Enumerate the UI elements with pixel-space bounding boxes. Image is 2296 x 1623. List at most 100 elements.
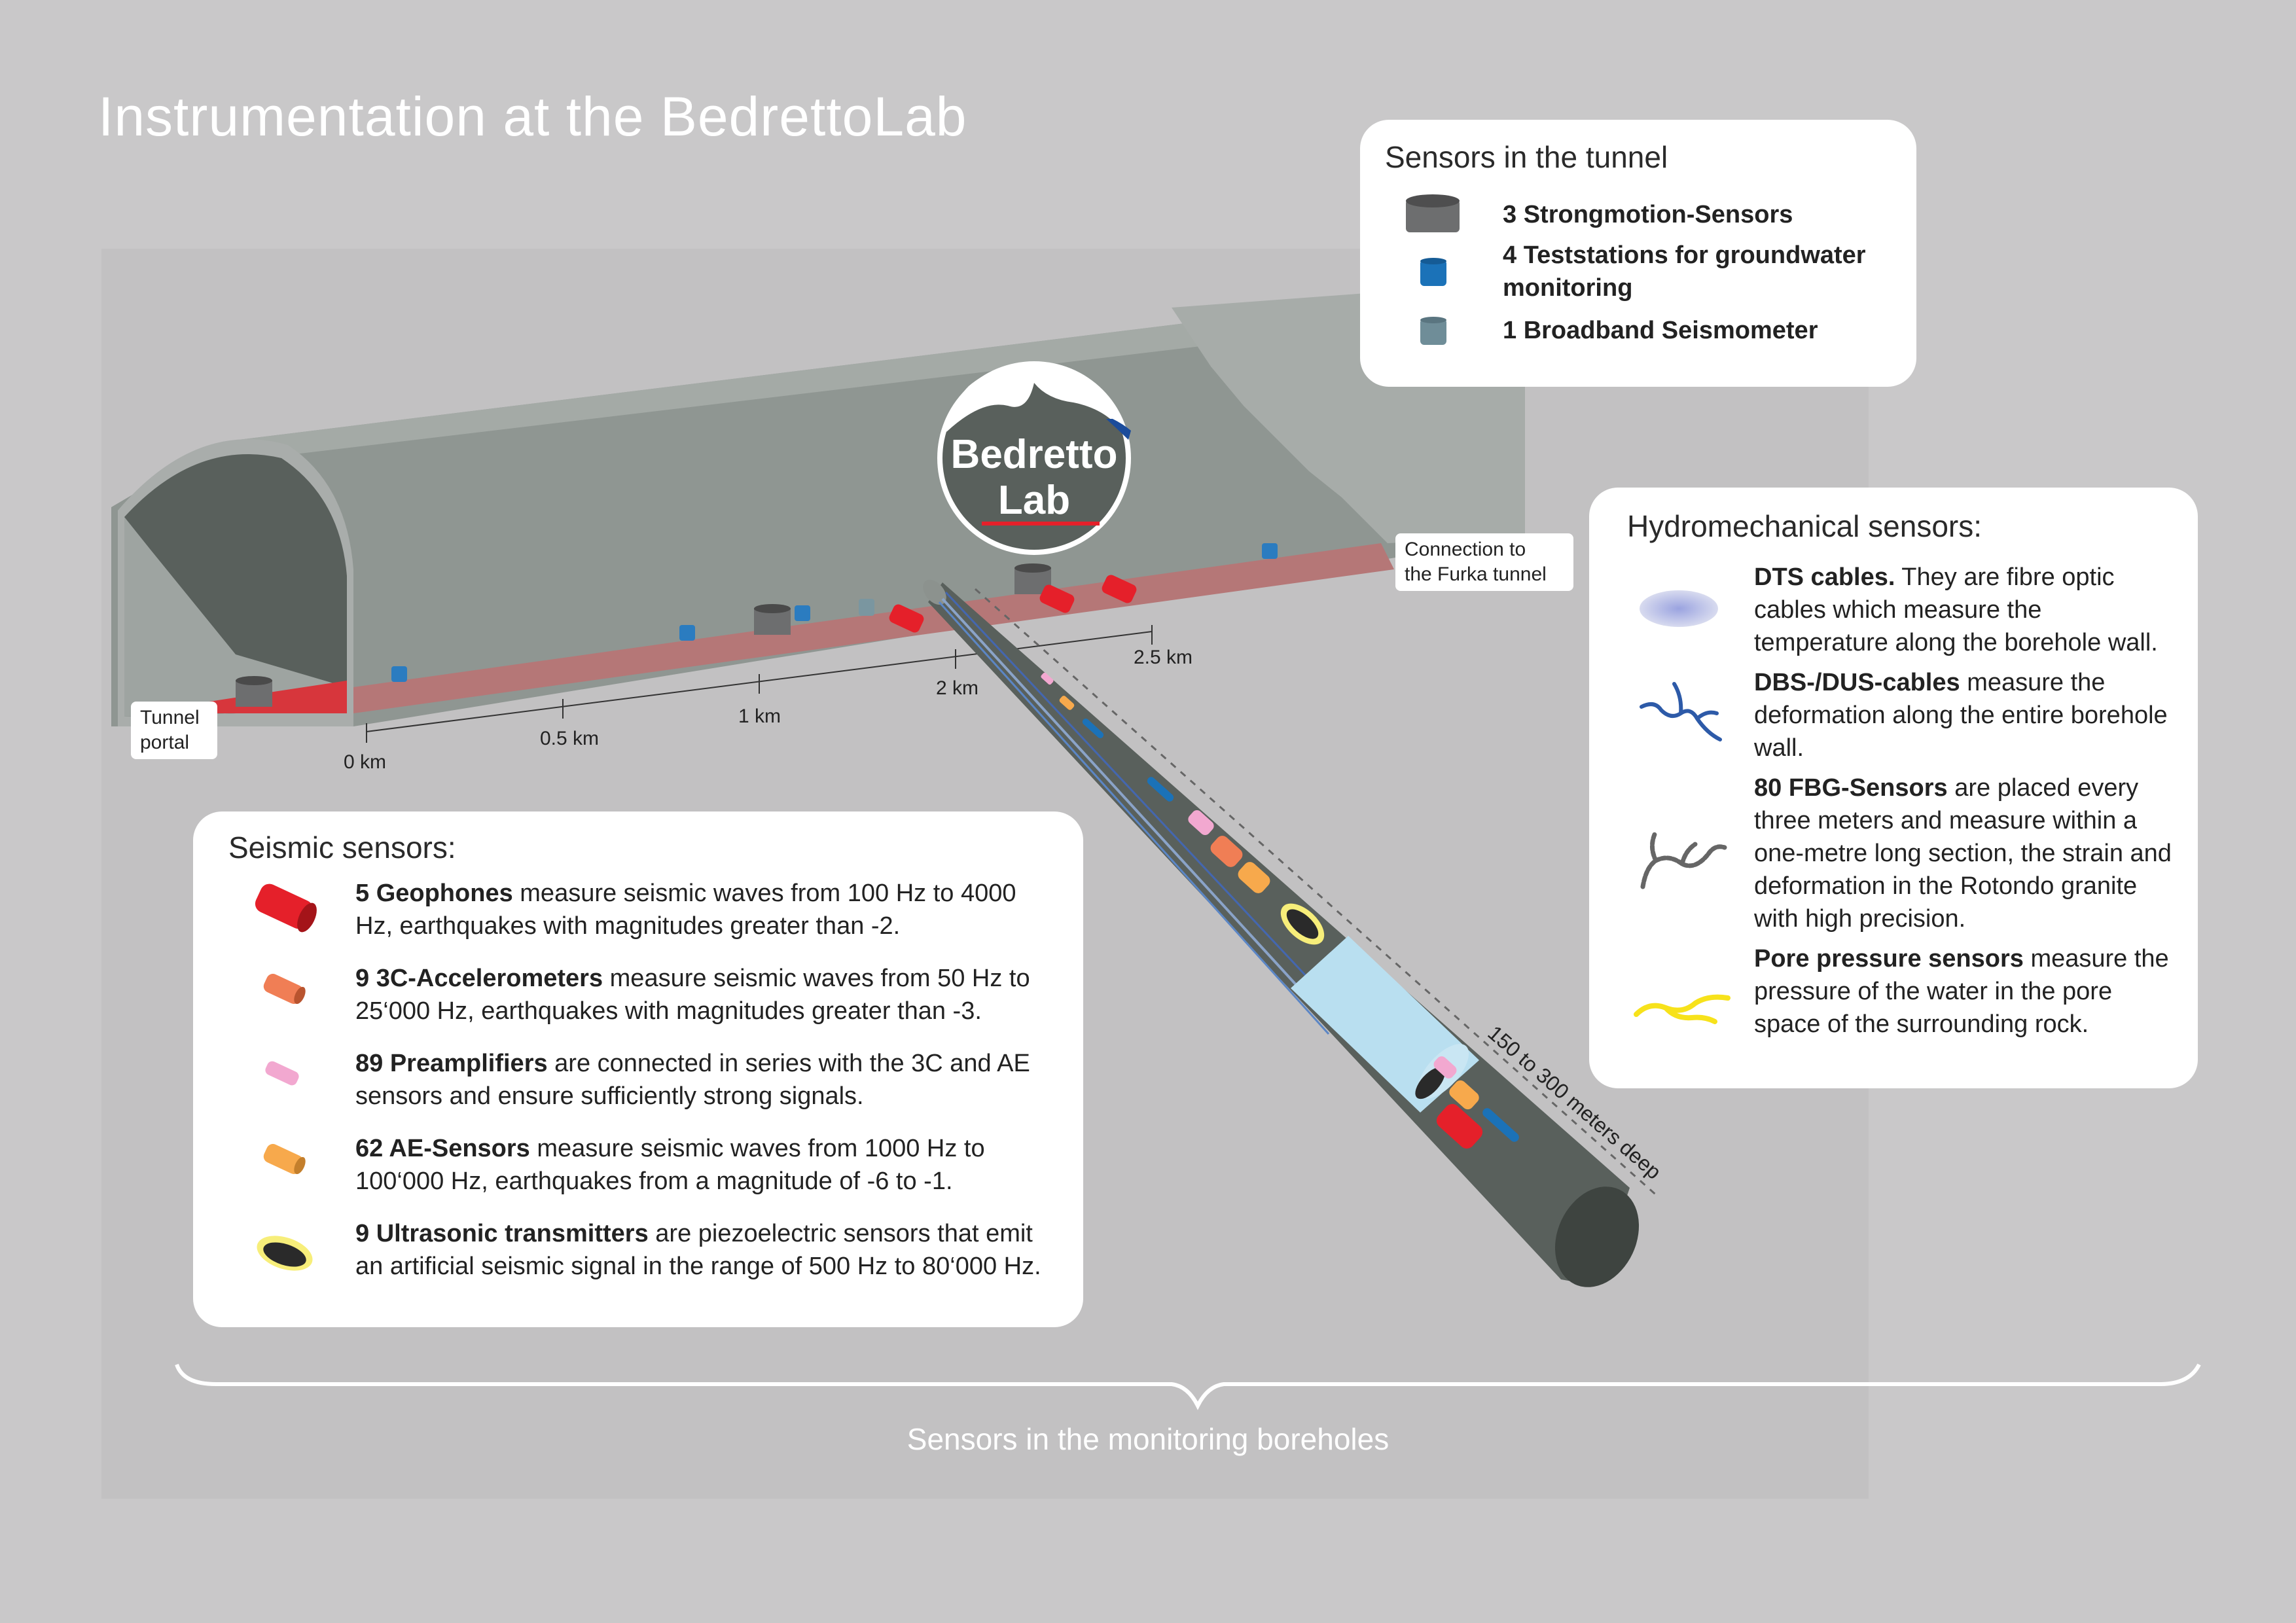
seismic-sensor-text: 62 AE-Sensors measure seismic waves from…	[355, 1132, 1049, 1198]
pore-pressure-sensor-icon	[1082, 718, 1104, 739]
preamplifier-icon	[1188, 810, 1214, 836]
seismic-sensor-desc: measure seismic waves from 1000 Hz to 10…	[355, 1135, 985, 1195]
seismic-sensor-bold: 89 Preamplifiers	[355, 1050, 548, 1077]
seismic-sensors-panel: Seismic sensors: 5 Geophones measure sei…	[193, 812, 1083, 1327]
hydro-sensor-desc: measure the pressure of the water in the…	[1754, 945, 2169, 1038]
km-label: 0 km	[344, 751, 387, 773]
teststation-icon	[795, 605, 810, 621]
logo-line-1: Bedretto	[950, 432, 1118, 477]
geophone-icon	[1436, 1103, 1483, 1149]
km-label: 2.5 km	[1134, 647, 1193, 668]
geophone-icon	[1039, 584, 1075, 613]
dbs-dus-cable-icon	[1640, 682, 1722, 741]
seismic-sensors-title: Seismic sensors:	[228, 830, 456, 865]
tunnel-sensor-bold: 3 Strongmotion-Sensors	[1503, 201, 1793, 228]
tunnel-sensor-bold: 1 Broadband Seismometer	[1503, 317, 1818, 344]
seismic-sensor-bold: 62 AE-Sensors	[355, 1135, 530, 1162]
tunnel-portal-line-1: Tunnel	[140, 707, 200, 728]
logo-line-2: Lab	[997, 478, 1071, 523]
borehole-start	[923, 579, 946, 605]
footer-caption: Sensors in the monitoring boreholes	[906, 1422, 1390, 1456]
seismic-sensor-text: 89 Preamplifiers are connected in series…	[355, 1047, 1049, 1113]
hydro-sensor-bold: Pore pressure sensors	[1754, 945, 2024, 972]
broadband-seismometer-icon	[1420, 317, 1446, 345]
seismic-sensor-desc: are connected in series with the 3C and …	[355, 1050, 1030, 1110]
tunnel-sensor-text: 4 Teststations for groundwater monitorin…	[1503, 239, 1895, 304]
logo-disc	[942, 366, 1126, 550]
tunnel-portal-label: Tunnel portal	[131, 702, 217, 759]
pore-pressure-sensor-icon	[1147, 777, 1174, 802]
strongmotion-sensor-icon	[236, 676, 272, 707]
km-label: 0.5 km	[540, 728, 600, 749]
seismic-sensor-text: 9 3C-Accelerometers measure seismic wave…	[355, 962, 1049, 1027]
furka-line-2: the Furka tunnel	[1405, 563, 1547, 585]
geophone-icon	[255, 883, 317, 933]
tunnel-body	[111, 281, 1525, 726]
ae-sensor-icon	[1059, 696, 1075, 710]
fbg-sensor-icon	[1640, 832, 1727, 889]
teststation-icon	[1420, 258, 1446, 286]
teststation-icon	[1262, 543, 1278, 559]
hydro-sensor-text: DTS cables. They are fibre optic cables …	[1754, 561, 2173, 659]
strongmotion-sensor-icon	[754, 604, 791, 635]
seismic-sensor-bold: 5 Geophones	[355, 880, 513, 907]
pore-pressure-sensor-icon	[1634, 994, 1731, 1024]
hydro-sensor-bold: DBS-/DUS-cables	[1754, 669, 1960, 696]
dts-cable-icon	[1640, 590, 1718, 627]
seismic-sensor-bold: 9 Ultrasonic transmitters	[355, 1220, 649, 1247]
accelerometer-icon	[1210, 836, 1243, 867]
logo-lake	[1106, 419, 1131, 440]
borehole-end	[1554, 1186, 1640, 1287]
preamplifier-icon	[265, 1061, 299, 1086]
tunnel-sensors-title: Sensors in the tunnel	[1385, 140, 1668, 174]
hydro-sensor-bold: DTS cables.	[1754, 563, 1895, 591]
cutaway-opening	[1415, 1067, 1445, 1099]
pore-pressure-sensor-icon	[1482, 1108, 1519, 1142]
broadband-seismometer-icon	[859, 599, 874, 616]
hydro-sensors-panel: Hydromechanical sensors: DTS cables. The…	[1589, 488, 2198, 1088]
seismic-sensor-desc: measure seismic waves from 100 Hz to 400…	[355, 880, 1016, 940]
logo-mountain	[946, 364, 1122, 432]
teststation-icon	[679, 625, 695, 641]
hydro-sensor-text: 80 FBG-Sensors are placed every three me…	[1754, 772, 2173, 935]
ultrasonic-transmitter-core	[1286, 909, 1319, 939]
geophone-icon	[1102, 575, 1137, 603]
accelerometer-icon	[263, 974, 306, 1005]
tunnel-sensor-text: 1 Broadband Seismometer	[1503, 314, 1895, 347]
preamplifier-icon	[1433, 1056, 1457, 1079]
footer-brace	[175, 1363, 2201, 1410]
seismic-sensor-desc: measure seismic waves from 50 Hz to 25‘0…	[355, 965, 1030, 1025]
seismic-sensor-bold: 9 3C-Accelerometers	[355, 965, 603, 992]
ae-sensor-icon	[1449, 1080, 1479, 1110]
preamplifier-icon	[1041, 672, 1054, 685]
seismic-sensor-text: 9 Ultrasonic transmitters are piezoelect…	[355, 1217, 1049, 1283]
km-label: 1 km	[738, 705, 781, 727]
ae-sensor-icon	[263, 1144, 306, 1175]
furka-line-1: Connection to	[1405, 539, 1526, 560]
page-title: Instrumentation at the BedrettoLab	[98, 86, 967, 147]
tunnel-portal-line-2: portal	[140, 732, 190, 753]
ultrasonic-transmitter-icon	[257, 1236, 313, 1271]
hydro-sensor-desc: are placed every three meters and measur…	[1754, 774, 2172, 933]
tunnel-sensors-panel: Sensors in the tunnel 3 Strongmotion-Sen…	[1360, 120, 1916, 387]
hydro-sensor-bold: 80 FBG-Sensors	[1754, 774, 1948, 802]
strongmotion-sensor-icon	[1406, 194, 1460, 232]
dbs-cable	[944, 591, 1350, 1022]
dts-cable	[941, 597, 1336, 1029]
teststation-icon	[391, 666, 407, 682]
fbg-cable	[938, 601, 1330, 1035]
hydro-sensor-desc: measure the deformation along the entire…	[1754, 669, 2168, 762]
logo-text: Bedretto Lab	[936, 432, 1132, 524]
tunnel-sensor-bold: 4 Teststations for groundwater monitorin…	[1503, 241, 1866, 302]
tunnel-sensor-text: 3 Strongmotion-Sensors	[1503, 198, 1895, 231]
seismic-sensor-text: 5 Geophones measure seismic waves from 1…	[355, 877, 1049, 942]
ae-sensor-icon	[1238, 862, 1270, 893]
furka-tunnel-label: Connection to the Furka tunnel	[1395, 533, 1573, 591]
km-label: 2 km	[936, 677, 979, 699]
depth-guide	[975, 588, 1660, 1199]
geophone-icon	[889, 604, 924, 633]
hydro-sensor-text: DBS-/DUS-cables measure the deformation …	[1754, 666, 2173, 764]
hydro-sensors-title: Hydromechanical sensors:	[1627, 509, 1982, 543]
hydro-sensor-desc: They are fibre optic cables which measur…	[1754, 563, 2158, 656]
seismic-sensor-desc: are piezoelectric sensors that emit an a…	[355, 1220, 1041, 1280]
